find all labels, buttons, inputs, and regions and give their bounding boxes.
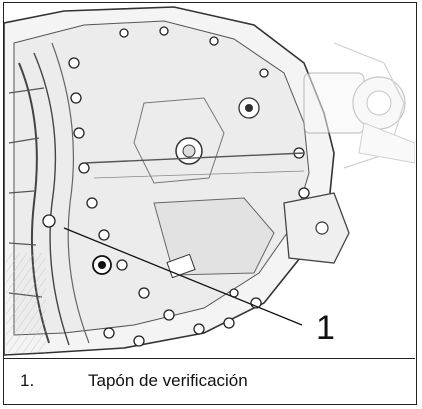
legend-item-text: Tapón de verificación (88, 371, 248, 390)
transmission-illustration (4, 3, 415, 358)
callout-leader-line (63, 227, 303, 326)
callout-number: 1 (316, 309, 335, 347)
legend-divider (4, 358, 415, 359)
figure-frame: 1 1. Tapón de verificación (3, 2, 417, 405)
figure-legend: 1. Tapón de verificación (4, 359, 415, 403)
transmission-drawing (4, 6, 415, 356)
legend-item-number: 1. (20, 371, 35, 390)
